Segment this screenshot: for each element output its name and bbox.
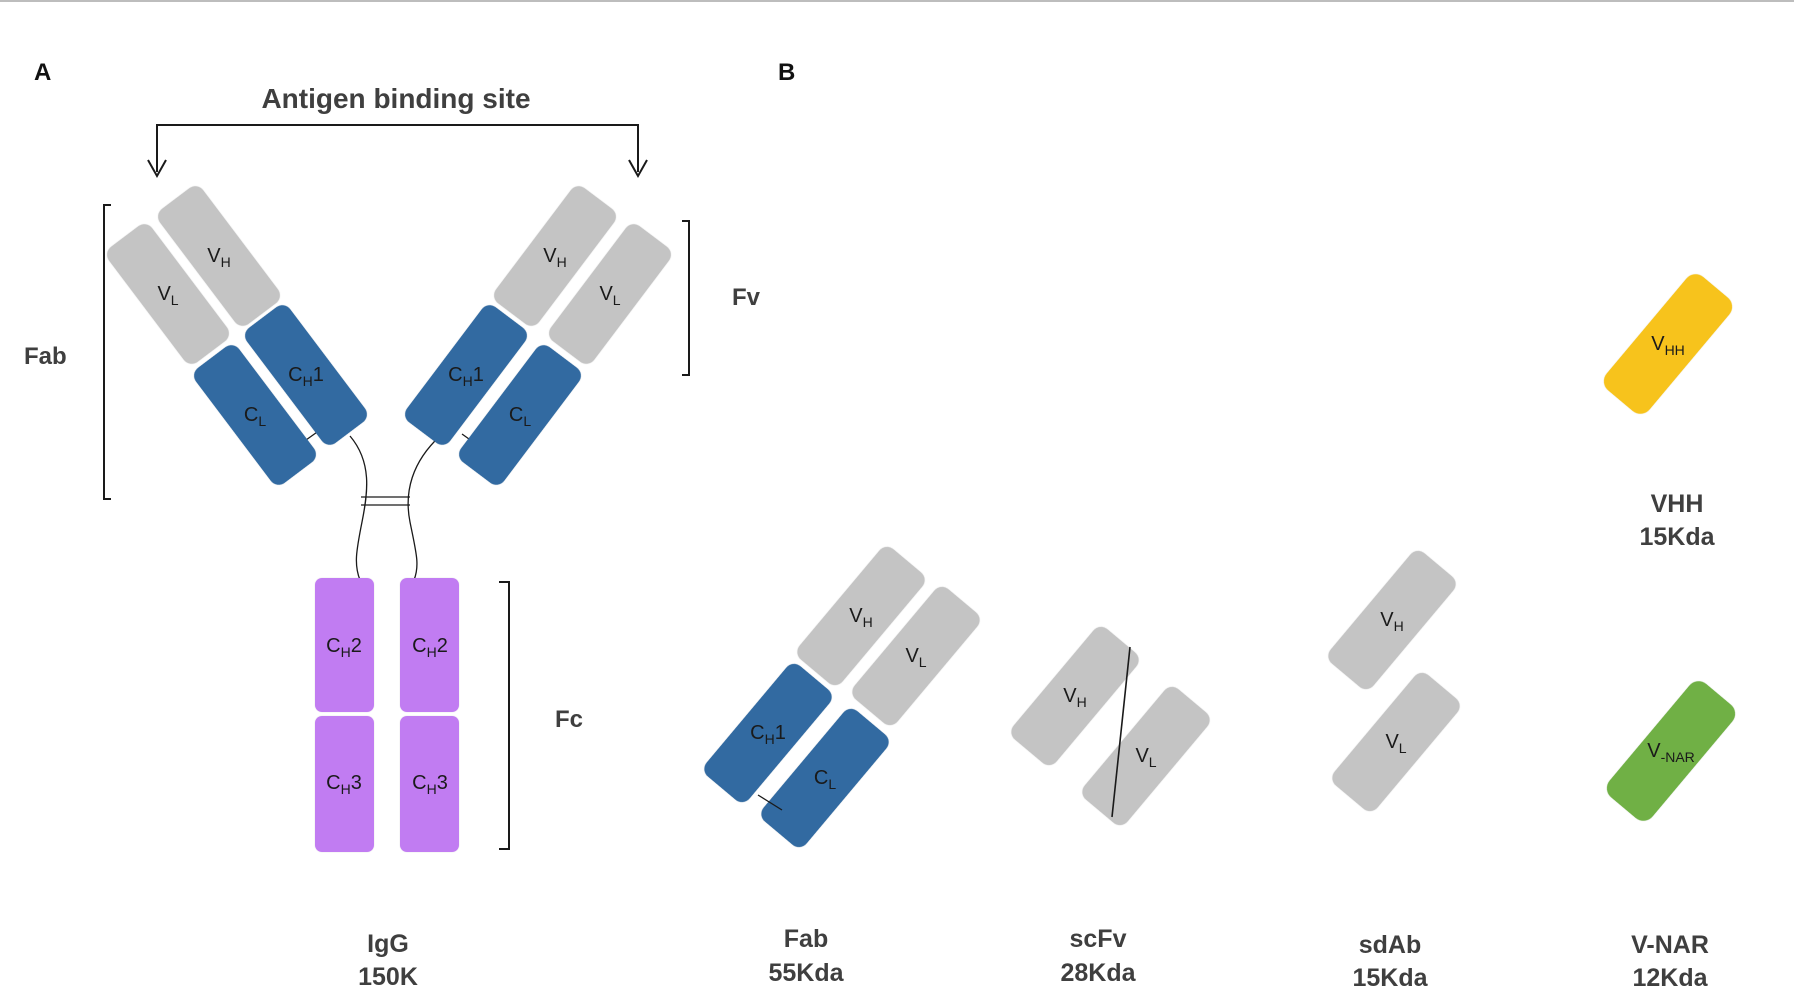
svg-text:VL: VL	[599, 283, 620, 308]
svg-text:CL: CL	[814, 767, 836, 792]
vhh-domain: VHH	[1603, 274, 1733, 414]
svg-text:VL: VL	[157, 283, 178, 308]
svg-text:CH1: CH1	[288, 364, 324, 389]
panel-label-a: A	[34, 59, 51, 86]
svg-text:CH1: CH1	[448, 364, 484, 389]
svg-text:CH3: CH3	[412, 772, 448, 797]
sdab-vl-domain: VL	[1332, 672, 1460, 812]
fab-vl-domain: VL	[852, 586, 980, 726]
fab-disulfide-line	[757, 794, 783, 811]
scfv-linker-line	[1111, 646, 1131, 818]
igg-caption-size: 150K	[358, 963, 418, 991]
svg-text:CL: CL	[509, 404, 531, 429]
antigen-binding-site-label: Antigen binding site	[261, 83, 530, 114]
igg-right-ch1-domain: CH1	[405, 305, 527, 445]
svg-text:VH: VH	[849, 605, 872, 630]
igg-right-vl-domain: VL	[549, 224, 671, 364]
igg-fc-left-ch2-domain: CH2	[315, 578, 374, 712]
fab-vh-domain: VH	[797, 546, 925, 686]
svg-text:VH: VH	[1380, 609, 1403, 634]
sdab-caption-name: sdAb	[1359, 931, 1422, 959]
svg-text:CH1: CH1	[750, 722, 786, 747]
fv-bracket-label: Fv	[732, 284, 761, 311]
igg-left-ch1-domain: CH1	[245, 305, 367, 445]
igg-fc-right-ch2-domain: CH2	[400, 578, 459, 712]
antigen-binding-arrows	[147, 124, 648, 179]
vnar-caption-name: V-NAR	[1631, 931, 1709, 959]
fc-bracket-label: Fc	[555, 706, 583, 733]
svg-text:VH: VH	[543, 245, 566, 270]
svg-text:V-NAR: V-NAR	[1647, 740, 1695, 765]
svg-text:CL: CL	[244, 404, 266, 429]
igg-left-cl-domain: CL	[194, 345, 316, 485]
fab-bracket	[103, 204, 111, 500]
igg-left-vh-domain: VH	[158, 186, 280, 326]
vnar-caption-size: 12Kda	[1632, 964, 1708, 992]
igg-hinge-lines	[305, 429, 477, 581]
svg-text:VL: VL	[1385, 731, 1406, 756]
fc-bracket	[499, 581, 510, 850]
svg-text:VHH: VHH	[1651, 333, 1685, 358]
igg-right-cl-domain: CL	[459, 345, 581, 485]
igg-left-vl-domain: VL	[107, 224, 229, 364]
fab-caption-name: Fab	[784, 925, 828, 953]
igg-right-vh-domain: VH	[494, 186, 616, 326]
fab-cl-domain: CL	[761, 708, 889, 848]
scfv-caption-size: 28Kda	[1060, 959, 1136, 987]
scfv-vh-domain: VH	[1011, 626, 1139, 766]
igg-fc-right-ch3-domain: CH3	[400, 716, 459, 852]
vhh-caption-name: VHH	[1651, 490, 1704, 518]
svg-text:CH3: CH3	[326, 772, 362, 797]
fab-ch1-domain: CH1	[704, 663, 832, 803]
sdab-caption-size: 15Kda	[1352, 964, 1428, 992]
fab-bracket-label: Fab	[24, 343, 67, 370]
svg-text:CH2: CH2	[412, 635, 448, 660]
svg-text:VL: VL	[1135, 745, 1156, 770]
fab-caption-size: 55Kda	[768, 959, 844, 987]
sdab-vh-domain: VH	[1328, 550, 1456, 690]
panel-label-b: B	[778, 59, 795, 86]
svg-text:VL: VL	[905, 645, 926, 670]
fv-bracket	[682, 220, 690, 376]
vnar-domain: V-NAR	[1606, 681, 1736, 821]
scfv-caption-name: scFv	[1070, 925, 1127, 953]
vhh-caption-size: 15Kda	[1639, 523, 1715, 551]
igg-caption-name: IgG	[367, 930, 409, 958]
igg-fc-left-ch3-domain: CH3	[315, 716, 374, 852]
svg-text:CH2: CH2	[326, 635, 362, 660]
svg-text:VH: VH	[1063, 685, 1086, 710]
svg-text:VH: VH	[207, 245, 230, 270]
